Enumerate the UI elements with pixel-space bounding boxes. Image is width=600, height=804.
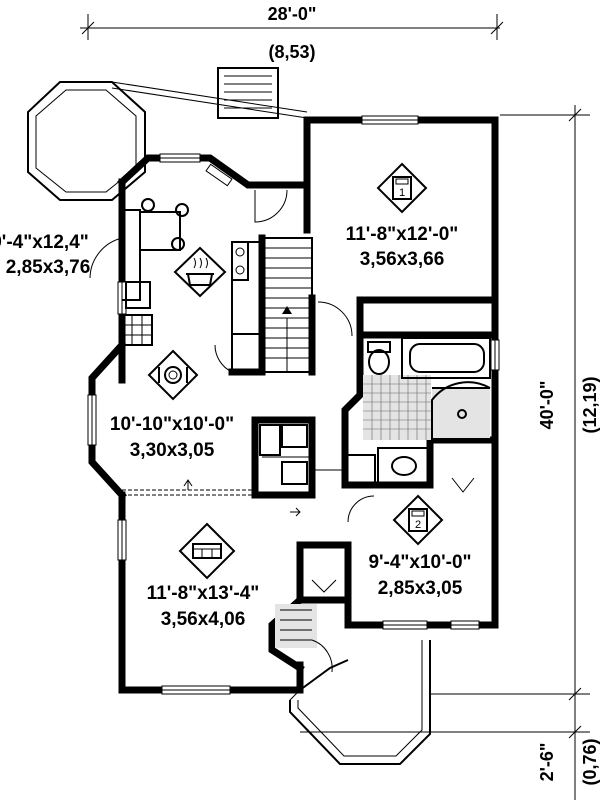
- dining-icon: [147, 349, 199, 401]
- porch-imperial: 2'-6": [537, 743, 557, 782]
- dining-size-metric: 3,30x3,05: [130, 440, 215, 461]
- closets: [259, 424, 310, 485]
- bedroom2-number: 2: [415, 519, 421, 531]
- dining-size-imperial: 10'-10"x10'-0": [110, 414, 234, 435]
- staircase: [261, 237, 313, 373]
- kitchen-size-imperial: 9'-4"x12,4": [0, 232, 89, 253]
- doors: [89, 189, 475, 593]
- rear-steps: [217, 67, 279, 119]
- depth-imperial: 40'-0": [537, 381, 557, 430]
- bedroom2-icon: 2: [392, 494, 444, 546]
- dimension-lines: [80, 14, 590, 800]
- bathroom: [344, 337, 491, 486]
- windows: [87, 115, 500, 695]
- porch-metric: (0,76): [580, 738, 600, 785]
- kitchen-size-metric: 2,85x3,76: [6, 257, 91, 278]
- bedroom1-number: 1: [399, 187, 405, 199]
- front-entry: [268, 595, 431, 765]
- bedroom2-size-imperial: 9'-4"x10'-0": [368, 552, 471, 573]
- width-metric: (8,53): [268, 42, 315, 62]
- kitchen-icon: [173, 246, 227, 298]
- bedroom1-size-metric: 3,56x3,66: [360, 249, 445, 270]
- living-size-metric: 3,56x4,06: [161, 609, 246, 630]
- bedroom1-size-imperial: 11'-8"x12'-0": [346, 224, 459, 245]
- depth-metric: (12,19): [580, 376, 600, 433]
- living-icon: [178, 522, 236, 580]
- deck: [27, 81, 308, 201]
- living-size-imperial: 11'-8"x13'-4": [147, 583, 260, 604]
- width-imperial: 28'-0": [268, 4, 317, 24]
- bedroom2-size-metric: 2,85x3,05: [378, 578, 463, 599]
- bedroom1-icon: 1: [376, 162, 428, 214]
